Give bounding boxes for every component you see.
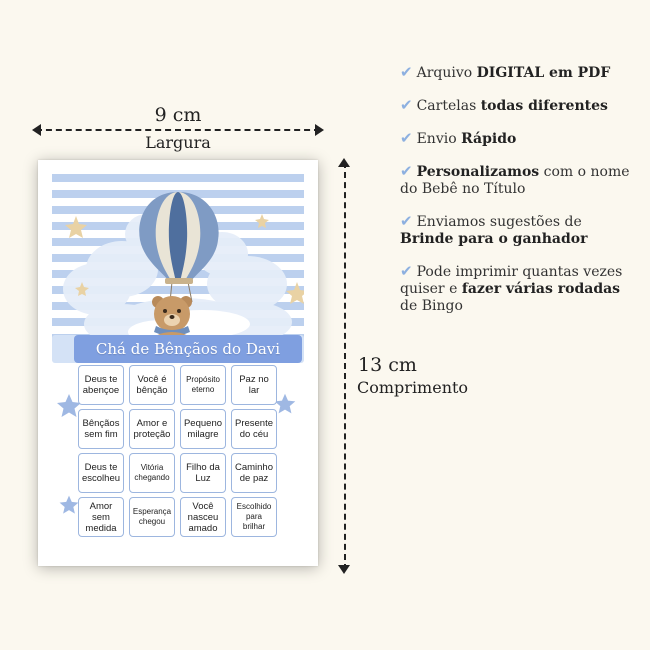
- arrow-down-icon: [338, 565, 350, 574]
- arrow-up-icon: [338, 158, 350, 167]
- bingo-cell: Caminho de paz: [231, 453, 277, 493]
- bingo-cell: Bênçãos sem fim: [78, 409, 124, 449]
- card-title: Chá de Bênçãos do Davi: [95, 340, 281, 358]
- height-arrow: [338, 158, 350, 574]
- width-caption: Largura: [145, 133, 211, 152]
- feature-item: ✔Pode imprimir quantas vezes quiser e fa…: [400, 262, 623, 315]
- bingo-cell: Você é bênção: [129, 365, 175, 405]
- check-icon: ✔: [400, 96, 413, 114]
- arrow-left-icon: [32, 124, 41, 136]
- check-icon: ✔: [400, 262, 413, 280]
- bingo-cell: Presente do céu: [231, 409, 277, 449]
- bingo-cell: Escolhido para brilhar: [231, 497, 277, 537]
- bingo-cell: Pequeno milagre: [180, 409, 226, 449]
- star-icon: [274, 393, 296, 414]
- bingo-grid: Deus te abençoe Você é bênção Propósito …: [78, 365, 278, 537]
- height-value: 13 cm: [358, 354, 417, 376]
- star-icon: [59, 495, 79, 514]
- bingo-cell: Você nasceu amado: [180, 497, 226, 537]
- arrow-right-icon: [315, 124, 324, 136]
- bingo-cell: Vitória chegando: [129, 453, 175, 493]
- feature-item: ✔Envio Rápido: [400, 129, 517, 148]
- bingo-cell: Esperança chegou: [129, 497, 175, 537]
- card-title-bar: Chá de Bênçãos do Davi: [74, 335, 302, 363]
- feature-list: ✔Arquivo DIGITAL em PDF ✔Cartelas todas …: [400, 64, 636, 330]
- width-value: 9 cm: [154, 104, 202, 126]
- width-arrow: [32, 124, 324, 136]
- bingo-cell: Amor sem medida: [78, 497, 124, 537]
- height-caption: Comprimento: [357, 378, 469, 397]
- feature-item: ✔Cartelas todas diferentes: [400, 96, 608, 115]
- check-icon: ✔: [400, 129, 413, 147]
- bingo-cell: Deus te escolheu: [78, 453, 124, 493]
- feature-item: ✔Personalizamos com o nome do Bebê no Tí…: [400, 162, 630, 198]
- bingo-cell: Propósito eterno: [180, 365, 226, 405]
- feature-item: ✔Enviamos sugestões de Brinde para o gan…: [400, 212, 588, 248]
- bingo-card: Chá de Bênçãos do Davi Deus te abençoe V…: [38, 160, 318, 566]
- check-icon: ✔: [400, 162, 413, 180]
- star-icon: [57, 394, 81, 417]
- bingo-cell: Amor e proteção: [129, 409, 175, 449]
- bingo-cell: Deus te abençoe: [78, 365, 124, 405]
- check-icon: ✔: [400, 63, 413, 81]
- check-icon: ✔: [400, 212, 413, 230]
- feature-item: ✔Arquivo DIGITAL em PDF: [400, 63, 611, 82]
- bingo-cell: Filho da Luz: [180, 453, 226, 493]
- bingo-cell: Paz no lar: [231, 365, 277, 405]
